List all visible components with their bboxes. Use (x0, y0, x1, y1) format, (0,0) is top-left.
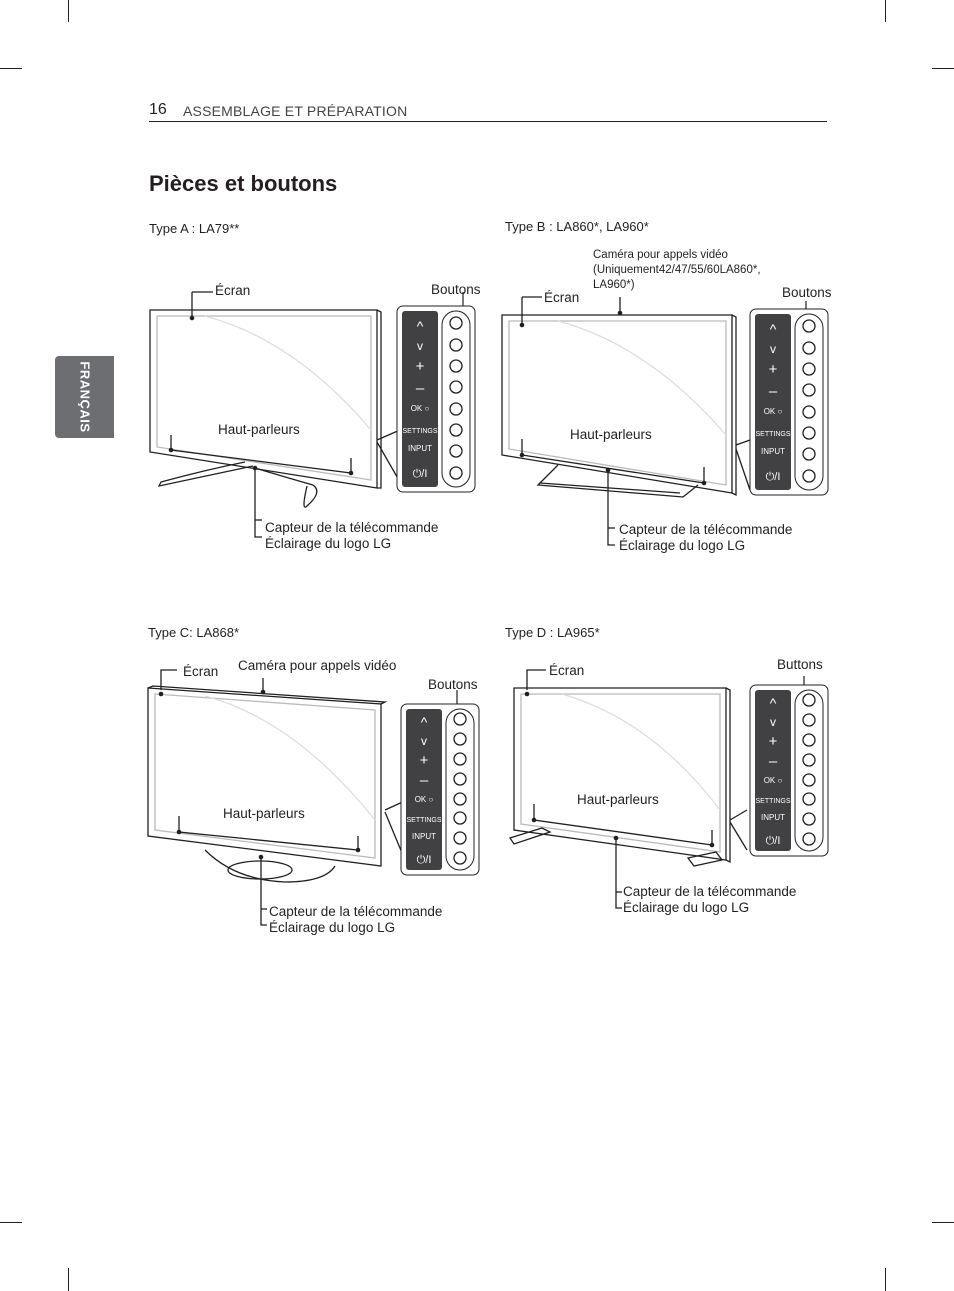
svg-text:⏻/I: ⏻/I (413, 468, 428, 480)
crop-mark (932, 1222, 954, 1223)
svg-text:v: v (421, 734, 427, 748)
a-screen-label: Écran (215, 283, 251, 298)
svg-text:OK ○: OK ○ (411, 404, 430, 413)
svg-text:^: ^ (417, 318, 424, 334)
tv-illustration-a (149, 291, 464, 538)
c-sensor-label: Capteur de la télécommande (269, 904, 443, 919)
svg-text:v: v (770, 342, 776, 356)
svg-text:^: ^ (770, 695, 777, 711)
c-buttons-label: Boutons (428, 677, 478, 692)
a-logo-label: Éclairage du logo LG (265, 536, 392, 551)
b-buttons-label: Boutons (782, 285, 832, 300)
button-panel-c: ^ v + – OK ○ SETTINGS INPUT ⏻/I (400, 703, 480, 876)
svg-text:OK ○: OK ○ (764, 407, 783, 416)
svg-text:–: – (416, 380, 425, 397)
b-logo-label: Éclairage du logo LG (619, 538, 746, 553)
crop-mark (885, 0, 886, 22)
page-title: Pièces et boutons (149, 171, 338, 196)
c-camera-label: Caméra pour appels vidéo (238, 658, 397, 673)
svg-text:–: – (769, 753, 778, 770)
crop-mark (68, 0, 69, 22)
crop-mark (0, 1222, 22, 1223)
type-c-label: Type C: LA868* (148, 625, 240, 640)
svg-text:⏻/I: ⏻/I (417, 854, 432, 866)
crop-mark (932, 68, 954, 69)
svg-text:INPUT: INPUT (408, 444, 432, 453)
b-screen-label: Écran (544, 290, 580, 305)
crop-mark (0, 68, 22, 69)
language-tab-label: FRANÇAIS (77, 361, 92, 433)
crop-mark (885, 1268, 886, 1291)
svg-text:OK ○: OK ○ (764, 776, 783, 785)
svg-text:+: + (416, 358, 425, 375)
svg-text:+: + (769, 361, 778, 378)
type-a-label: Type A : LA79** (149, 221, 240, 236)
d-buttons-label: Buttons (777, 657, 823, 672)
button-panel-d: ^ v + – OK ○ SETTINGS INPUT ⏻/I (749, 684, 829, 857)
svg-text:SETTINGS: SETTINGS (755, 798, 790, 805)
svg-text:v: v (770, 715, 776, 729)
svg-text:^: ^ (770, 321, 777, 337)
svg-text:+: + (769, 733, 778, 750)
b-sensor-label: Capteur de la télécommande (619, 522, 793, 537)
a-sensor-label: Capteur de la télécommande (265, 520, 439, 535)
svg-text:INPUT: INPUT (412, 832, 436, 841)
svg-text:–: – (420, 772, 429, 789)
b-camera-line-2: (Uniquement42/47/55/60LA860*, (593, 264, 761, 276)
svg-text:INPUT: INPUT (761, 813, 785, 822)
d-speakers-label: Haut-parleurs (577, 792, 659, 807)
header-rule (149, 121, 827, 122)
svg-text:⏻/I: ⏻/I (766, 471, 781, 483)
svg-text:INPUT: INPUT (761, 447, 785, 456)
svg-text:SETTINGS: SETTINGS (402, 428, 437, 435)
svg-text:⏻/I: ⏻/I (766, 835, 781, 847)
b-speakers-label: Haut-parleurs (570, 427, 652, 442)
b-camera-line-1: Caméra pour appels vidéo (593, 249, 728, 261)
c-logo-label: Éclairage du logo LG (269, 920, 396, 935)
svg-text:–: – (769, 383, 778, 400)
tv-illustration-c (147, 669, 458, 926)
b-camera-label: Caméra pour appels vidéo (Uniquement42/4… (593, 248, 761, 293)
svg-text:v: v (417, 339, 423, 353)
crop-mark (68, 1268, 69, 1291)
svg-text:SETTINGS: SETTINGS (755, 431, 790, 438)
d-screen-label: Écran (549, 663, 585, 678)
type-d-label: Type D : LA965* (505, 625, 600, 640)
tv-illustration-b (501, 296, 807, 546)
b-camera-line-3: LA960*) (593, 279, 635, 291)
d-logo-label: Éclairage du logo LG (623, 900, 750, 915)
type-b-label: Type B : LA860*, LA960* (505, 219, 649, 234)
a-buttons-label: Boutons (431, 282, 481, 297)
section-header: ASSEMBLAGE ET PRÉPARATION (183, 103, 408, 119)
svg-text:OK ○: OK ○ (415, 795, 434, 804)
c-speakers-label: Haut-parleurs (223, 806, 305, 821)
d-sensor-label: Capteur de la télécommande (623, 884, 797, 899)
svg-text:^: ^ (421, 714, 428, 730)
svg-text:+: + (420, 752, 429, 769)
language-tab: FRANÇAIS (55, 356, 114, 438)
page-number: 16 (149, 101, 167, 118)
tv-illustration-d (508, 669, 805, 909)
c-screen-label: Écran (183, 664, 219, 679)
button-panel-a: ^ v + – OK ○ SETTINGS INPUT ⏻/I (396, 305, 476, 493)
button-panel-b: ^ v + – OK ○ SETTINGS INPUT ⏻/I (749, 308, 829, 496)
a-speakers-label: Haut-parleurs (218, 422, 300, 437)
svg-text:SETTINGS: SETTINGS (406, 817, 441, 824)
